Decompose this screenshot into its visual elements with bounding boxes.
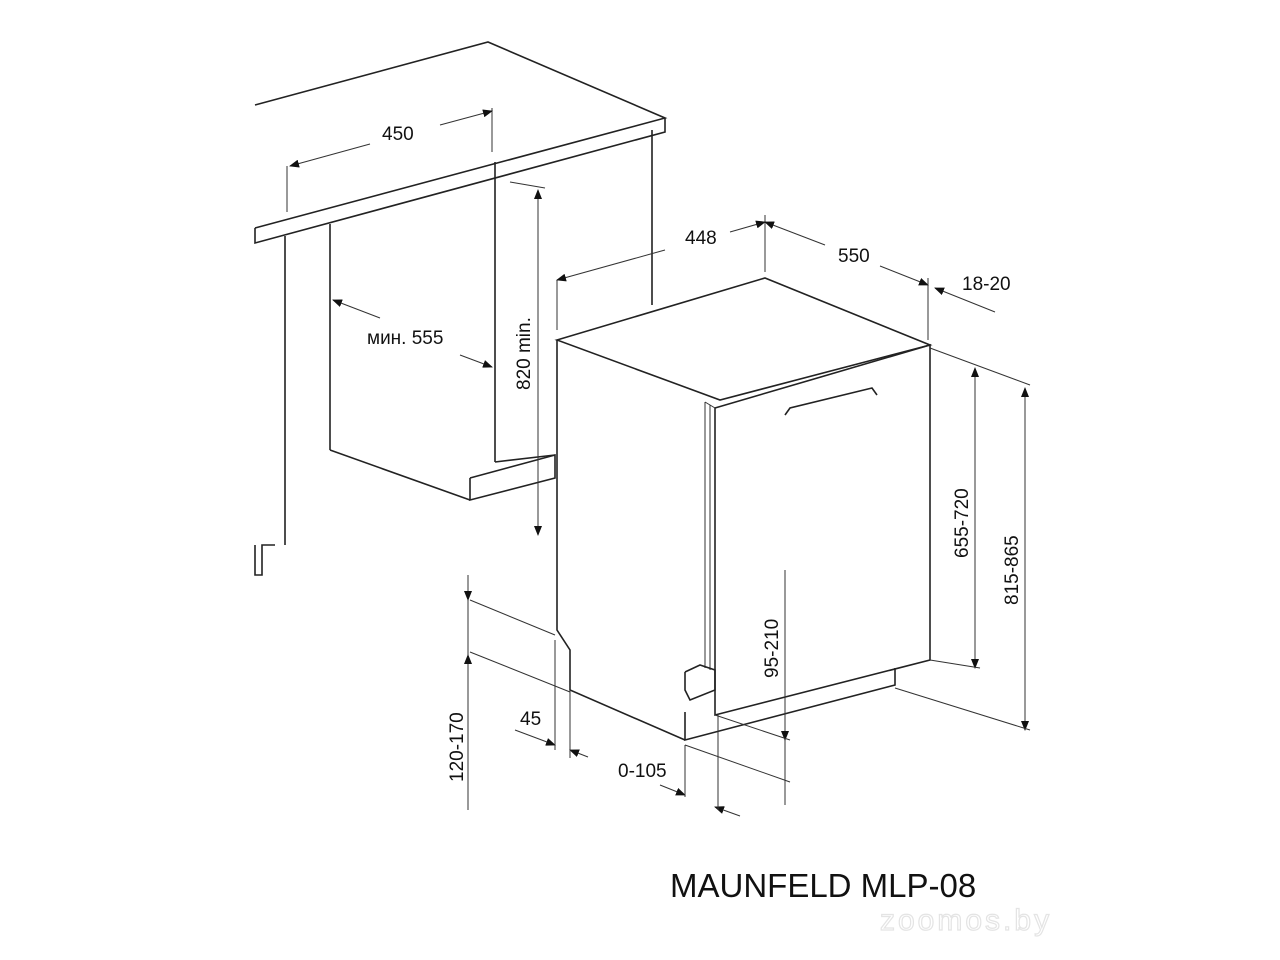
label-leg-range: 120-170	[447, 712, 468, 782]
countertop	[254, 41, 668, 245]
dishwasher	[554, 277, 933, 742]
label-door-height: 655-720	[952, 488, 973, 558]
label-niche-width: мин. 555	[367, 328, 443, 349]
label-appliance-depth: 550	[838, 246, 870, 267]
label-plinth-offset: 0-105	[618, 761, 667, 782]
label-plinth-height: 95-210	[762, 619, 783, 678]
watermark: zoomos.by	[880, 904, 1052, 937]
model-title: MAUNFELD MLP-08	[670, 867, 976, 904]
label-door-gap: 18-20	[962, 274, 1011, 295]
dimension-lines	[286, 108, 1031, 817]
label-niche-height: 820 min.	[514, 317, 535, 390]
kitchen-cabinet	[254, 130, 653, 576]
label-cabinet-depth: 450	[382, 124, 414, 145]
label-appliance-width: 448	[685, 228, 717, 249]
label-total-height: 815-865	[1002, 535, 1023, 605]
label-plinth-depth: 45	[520, 709, 541, 730]
